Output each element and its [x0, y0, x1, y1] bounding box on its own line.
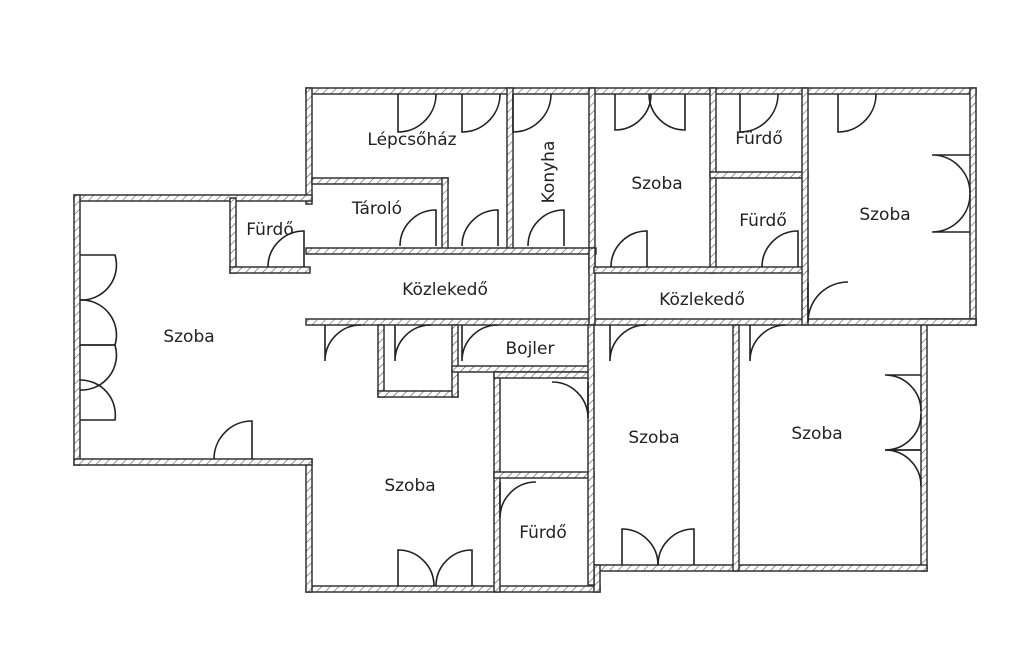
room-label-szoba-top-right: Szoba	[859, 205, 911, 225]
door-swing	[739, 93, 779, 133]
room-label-konyha: Konyha	[539, 140, 559, 204]
wall	[377, 324, 385, 398]
door-swing	[609, 324, 647, 362]
door-swing	[931, 193, 971, 233]
door-swing	[394, 324, 432, 362]
wall	[587, 324, 595, 586]
door-swing	[461, 93, 501, 133]
wall	[305, 87, 313, 205]
door-swing	[761, 230, 799, 268]
wall	[969, 87, 977, 326]
wall	[493, 371, 595, 379]
room-label-furdo-left: Fürdő	[246, 220, 294, 240]
door-swing	[648, 93, 686, 131]
room-label-furdo-top-right-1: Fürdő	[735, 129, 783, 149]
door-swing	[614, 93, 652, 131]
wall	[229, 197, 237, 274]
wall	[305, 585, 601, 593]
wall	[593, 564, 601, 593]
room-label-szoba-bottom-middle: Szoba	[628, 428, 680, 448]
room-label-kozlekedo-2: Közlekedő	[659, 290, 745, 310]
wall	[305, 247, 597, 255]
door-swing	[749, 324, 787, 362]
door-swing	[461, 324, 499, 362]
wall	[588, 87, 596, 274]
door-swing	[324, 324, 362, 362]
door-swing	[399, 209, 437, 247]
wall	[377, 390, 459, 398]
door-swing	[621, 528, 659, 566]
door-swing	[213, 420, 253, 460]
wall	[732, 324, 740, 572]
wall	[801, 87, 809, 326]
door-swing	[884, 449, 922, 487]
door-swing	[884, 413, 922, 451]
door-swing	[499, 481, 537, 519]
wall	[305, 458, 313, 593]
wall	[493, 371, 501, 593]
room-label-szoba-left: Szoba	[163, 327, 215, 347]
door-swing	[461, 209, 499, 247]
wall	[451, 365, 593, 373]
room-label-szoba-bottom-right: Szoba	[791, 424, 843, 444]
room-label-furdo-top-right-2: Fürdő	[739, 211, 787, 231]
doors	[79, 93, 971, 587]
wall	[73, 458, 313, 466]
wall	[73, 194, 313, 202]
room-label-szoba-bottom-left: Szoba	[384, 476, 436, 496]
room-label-tarolo: Tároló	[351, 199, 403, 219]
wall	[73, 194, 81, 466]
wall	[709, 171, 809, 179]
door-swing	[397, 549, 435, 587]
door-swing	[884, 374, 922, 412]
door-swing	[435, 549, 473, 587]
wall	[441, 177, 449, 251]
door-swing	[79, 254, 118, 301]
wall	[506, 87, 514, 251]
wall	[305, 318, 977, 326]
room-label-bojler: Bojler	[505, 339, 555, 359]
wall	[593, 266, 809, 274]
walls	[73, 87, 977, 593]
door-swing	[79, 344, 118, 391]
door-swing	[527, 209, 565, 247]
wall	[451, 324, 459, 398]
door-swing	[551, 381, 589, 419]
door-swing	[512, 93, 552, 133]
wall	[588, 247, 596, 326]
wall	[305, 87, 977, 95]
door-swing	[397, 93, 437, 133]
room-label-furdo-bottom: Fürdő	[519, 523, 567, 543]
door-swing	[79, 299, 118, 346]
room-label-szoba-top-middle: Szoba	[631, 174, 683, 194]
door-swing	[610, 230, 648, 268]
door-swing	[837, 93, 877, 133]
door-swing	[79, 379, 117, 421]
wall	[229, 266, 311, 274]
wall	[593, 564, 928, 572]
room-label-lepcsohaz: Lépcsőház	[367, 130, 457, 150]
door-swing	[267, 230, 305, 268]
door-swing	[807, 281, 849, 323]
room-label-kozlekedo-1: Közlekedő	[402, 280, 488, 300]
wall	[311, 177, 449, 185]
door-swing	[931, 154, 971, 194]
door-swing	[657, 528, 695, 566]
wall	[920, 318, 928, 572]
wall	[709, 87, 717, 274]
wall	[493, 471, 595, 479]
